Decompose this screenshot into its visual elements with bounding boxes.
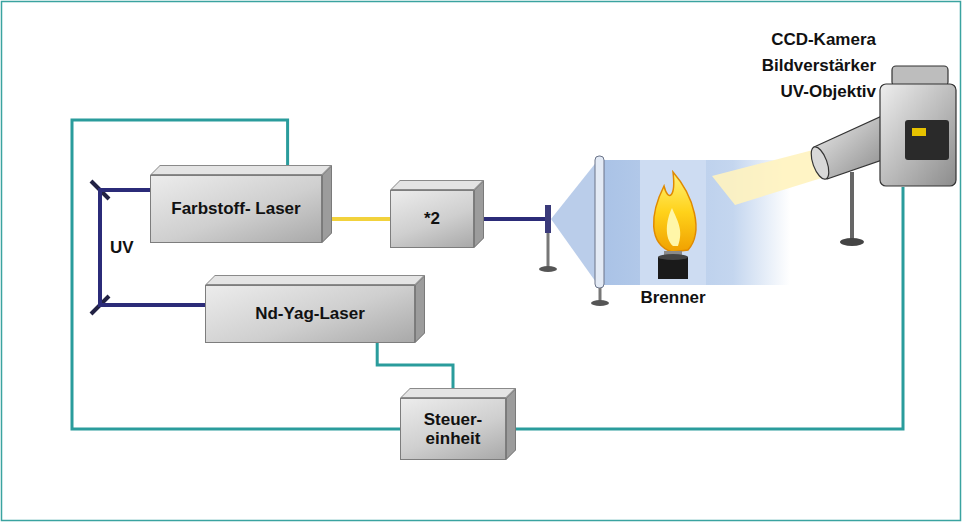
camera-light <box>912 128 926 136</box>
post-foot <box>591 300 609 306</box>
uv-beam <box>484 217 546 221</box>
box-side-face <box>474 180 484 248</box>
flame-core <box>667 208 680 246</box>
camera-body <box>880 84 956 186</box>
signal-wire <box>502 187 903 429</box>
box-top-face <box>390 180 484 190</box>
burner <box>658 257 688 279</box>
post-foot <box>539 266 557 272</box>
beam-cone <box>551 160 598 285</box>
box-label: Nd-Yag-Laser <box>255 304 365 323</box>
camera-post <box>850 172 854 240</box>
box-top-face <box>150 165 332 175</box>
box-side-face <box>506 388 516 460</box>
box-label: *2 <box>424 209 440 228</box>
part-label: CCD-Kamera <box>771 30 876 50</box>
lens <box>545 205 551 233</box>
lens-front <box>808 145 833 182</box>
box-side-face <box>415 275 425 343</box>
laser-beam <box>322 217 390 221</box>
flame <box>654 172 696 252</box>
cylinder-lens <box>595 156 604 288</box>
part-label: UV-Objektiv <box>781 82 876 102</box>
component-box: Steuer- einheit <box>400 398 506 460</box>
camera-handle <box>892 66 948 86</box>
box-label: Farbstoff- Laser <box>171 199 300 218</box>
box-label: Steuer- einheit <box>401 410 505 448</box>
post-foot <box>840 238 864 246</box>
component-box: *2 <box>390 190 474 248</box>
camera-panel <box>905 120 949 160</box>
part-label: Bildverstärker <box>762 56 876 76</box>
box-top-face <box>205 275 425 285</box>
part-label: Brenner <box>640 288 705 308</box>
view-cone <box>712 150 828 205</box>
burner-top <box>658 254 688 260</box>
box-top-face <box>400 388 516 398</box>
component-box: Nd-Yag-Laser <box>205 285 415 343</box>
part-label: UV <box>110 238 134 258</box>
signal-wire <box>377 343 453 388</box>
lens-post <box>547 233 550 268</box>
component-box: Farbstoff- Laser <box>150 175 322 243</box>
lens-post <box>599 288 602 302</box>
flame-zone <box>640 160 706 285</box>
box-side-face <box>322 165 332 243</box>
